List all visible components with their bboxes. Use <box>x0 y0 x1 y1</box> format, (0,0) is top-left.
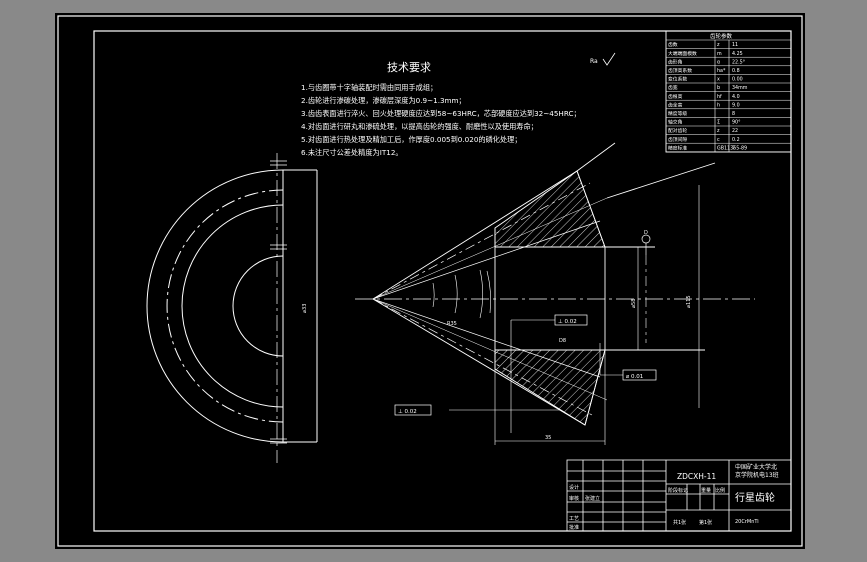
tech-req-item: 5.对齿面进行热处理及精加工后，作厚度0.005到0.020的磷化处理； <box>301 135 522 144</box>
process-label: 工艺 <box>569 516 579 522</box>
param-cell: x <box>717 78 720 83</box>
organization-line-1: 中国矿业大学北 <box>735 463 777 471</box>
cad-viewport[interactable]: 技术要求 1.与齿圈带十字轴装配时需由同用手成组； 2.齿轮进行渗碳处理，渗碳层… <box>55 13 805 549</box>
param-cell: 34mm <box>732 85 748 91</box>
inner-border <box>93 30 792 532</box>
param-cell: α <box>717 60 720 65</box>
dim-diameter-left: ⌀33 <box>302 304 308 313</box>
tech-req-item: 4.对齿面进行研丸和渗硫处理，以提高齿轮的强度、耐磨性以及使用寿命； <box>301 122 538 131</box>
param-table-header: 齿轮参数 <box>710 32 733 40</box>
param-cell: 4.0 <box>732 94 740 100</box>
param-cell: b <box>717 85 720 91</box>
param-cell: 9.0 <box>732 102 740 108</box>
tolerance-frame-1: ⊥ 0.02 <box>554 314 588 326</box>
tolerance-value: ⊥ 0.02 <box>558 319 577 325</box>
scale-label: 比例 <box>715 487 725 494</box>
param-cell: 0.8 <box>732 68 740 74</box>
param-cell: GB11365-89 <box>717 145 747 151</box>
param-cell: 8 <box>732 111 735 117</box>
param-cell: 齿数 <box>668 41 678 48</box>
param-cell: 配对齿轮 <box>668 127 687 134</box>
tech-req-list: 1.与齿圈带十字轴装配时需由同用手成组； 2.齿轮进行渗碳处理，渗碳层深度为0.… <box>301 83 581 157</box>
dim-length: 35 <box>545 435 551 441</box>
outer-border <box>57 15 803 547</box>
param-cell: 齿全高 <box>668 101 683 108</box>
param-cell: hf <box>717 94 722 100</box>
datum-label: D <box>644 230 648 236</box>
param-cell: z <box>717 129 720 134</box>
drawing-canvas: 技术要求 1.与齿圈带十字轴装配时需由同用手成组； 2.齿轮进行渗碳处理，渗碳层… <box>57 15 803 547</box>
stage-label: 阶段标记 <box>668 487 688 494</box>
param-cell: m <box>717 52 722 57</box>
param-cell: ha* <box>717 68 726 74</box>
organization-line-2: 京学院机电13班 <box>735 471 779 479</box>
roughness-symbol: Ra <box>590 52 616 66</box>
dim-diameter-minor: ⌀58 <box>631 299 637 308</box>
dim-radius: R35 <box>447 321 457 327</box>
param-cell: 齿根高 <box>668 93 683 100</box>
param-cell: 0.00 <box>732 77 743 83</box>
tolerance-value: ⌀ 0.01 <box>626 374 643 380</box>
tech-req-item: 3.齿齿表面进行淬火、回火处理硬度应达到58~63HRC，芯部硬度应达到32~4… <box>301 109 581 118</box>
tolerance-value: ⊥ 0.02 <box>398 409 417 415</box>
param-cell: c <box>717 138 720 143</box>
param-cell: 齿顶高系数 <box>668 67 692 74</box>
tolerance-frame-3: ⊥ 0.02 <box>394 404 432 416</box>
dim-diameter-major: ⌀115 <box>686 295 692 308</box>
material: 20CrMnTi <box>735 519 759 525</box>
check-label: 审核 <box>569 495 579 502</box>
roughness-label: Ra <box>590 58 598 65</box>
param-cell: 变位系数 <box>668 76 687 83</box>
tech-req-item: 6.未注尺寸公差处精度为IT12。 <box>301 148 403 157</box>
designer-name: 张建立 <box>585 495 600 502</box>
title-block <box>566 459 792 532</box>
param-cell: 轴交角 <box>668 119 683 126</box>
param-cell: z <box>717 43 720 48</box>
param-cell: 7 <box>732 145 735 151</box>
tech-req-title: 技术要求 <box>387 61 431 74</box>
tech-req-item: 1.与齿圈带十字轴装配时需由同用手成组； <box>301 83 437 92</box>
param-cell: 精度标准 <box>668 144 687 151</box>
param-cell: 0.2 <box>732 137 740 143</box>
tolerance-frame-2: ⌀ 0.01 <box>622 369 657 381</box>
side-view <box>146 153 318 463</box>
drawing-number: ZDCXH-11 <box>677 472 716 481</box>
weight-label: 重量 <box>701 487 711 494</box>
dim-angle-label: D8 <box>559 338 566 344</box>
part-name: 行星齿轮 <box>735 491 775 504</box>
param-cell: 大端端面模数 <box>668 50 697 57</box>
param-cell: 4.25 <box>732 51 743 57</box>
gear-parameter-table: 齿轮参数 齿数 z 11 大端端面模数 m 4.25 齿形角 α 22.5° 齿顶高系数 ha* 0.… <box>665 30 792 153</box>
param-cell: 90° <box>732 120 741 126</box>
param-cell: 22 <box>732 128 738 134</box>
param-cell: Σ <box>717 120 720 126</box>
cone-section-view <box>355 142 755 445</box>
design-label: 设计 <box>569 484 579 491</box>
param-cell: 齿顶间隙 <box>668 136 687 143</box>
tech-req-item: 2.齿轮进行渗碳处理，渗碳层深度为0.9~1.3mm； <box>301 96 466 105</box>
param-cell: 齿宽 <box>668 84 678 91</box>
sheet-total: 共1张 <box>673 519 686 526</box>
param-cell: h <box>717 102 720 108</box>
sheet-number: 第1张 <box>699 519 712 526</box>
param-cell: 齿形角 <box>668 58 683 65</box>
param-cell: 精度等级 <box>668 110 687 117</box>
param-cell: 11 <box>732 42 738 48</box>
approve-label: 批准 <box>569 524 579 531</box>
param-cell: 22.5° <box>732 59 745 65</box>
